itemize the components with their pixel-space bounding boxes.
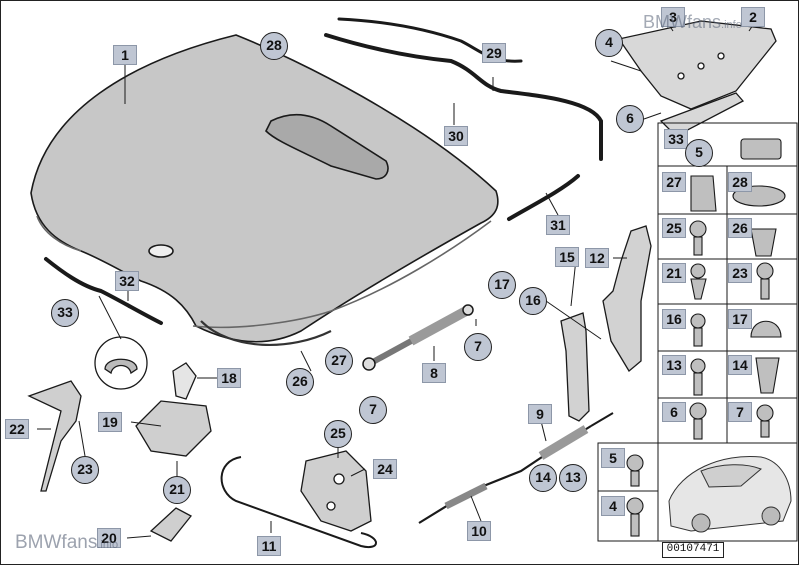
callout-31: 31 xyxy=(546,215,570,235)
hood-lock-drawing xyxy=(300,450,372,532)
callout-circle-23: 23 xyxy=(71,456,99,484)
parts-grid xyxy=(597,122,798,542)
grid-label-25: 25 xyxy=(662,218,686,238)
cable-11-drawing xyxy=(220,456,377,549)
grid-label-4: 4 xyxy=(601,496,625,516)
callout-9: 9 xyxy=(528,404,552,424)
callout-30: 30 xyxy=(444,126,468,146)
hood-drawing xyxy=(30,34,499,347)
cable-drawing xyxy=(418,412,614,524)
leader-lines xyxy=(37,24,754,539)
callout-11: 11 xyxy=(257,536,281,556)
callout-circle-7b: 7 xyxy=(359,396,387,424)
callout-1: 1 xyxy=(113,45,137,65)
callout-circle-5: 5 xyxy=(685,139,713,167)
callout-19: 19 xyxy=(98,412,122,432)
callout-3: 3 xyxy=(661,7,685,27)
grid-label-26: 26 xyxy=(728,218,752,238)
callout-8: 8 xyxy=(422,363,446,383)
callout-circle-14: 14 xyxy=(529,464,557,492)
callout-12: 12 xyxy=(585,248,609,268)
callout-29: 29 xyxy=(482,43,506,63)
callout-10: 10 xyxy=(467,521,491,541)
callout-circle-28: 28 xyxy=(260,32,288,60)
callout-18: 18 xyxy=(217,368,241,388)
grid-label-6: 6 xyxy=(662,402,686,422)
callout-circle-4: 4 xyxy=(595,29,623,57)
callout-circle-6: 6 xyxy=(616,105,644,133)
grid-label-28: 28 xyxy=(728,172,752,192)
watermark-top: BMWfans.info xyxy=(643,12,742,32)
callout-20: 20 xyxy=(97,528,121,548)
gas-strut-drawing xyxy=(362,304,474,371)
callout-circle-27: 27 xyxy=(325,347,353,375)
callout-22: 22 xyxy=(5,419,29,439)
callout-circle-25: 25 xyxy=(324,420,352,448)
callout-circle-17: 17 xyxy=(488,271,516,299)
grid-label-16: 16 xyxy=(662,309,686,329)
callout-circle-16: 16 xyxy=(519,287,547,315)
grid-label-13: 13 xyxy=(662,355,686,375)
grid-label-33: 33 xyxy=(664,129,688,149)
grid-label-7: 7 xyxy=(728,402,752,422)
callout-circle-33: 33 xyxy=(51,299,79,327)
grid-label-21: 21 xyxy=(662,263,686,283)
callout-circle-7a: 7 xyxy=(464,333,492,361)
callout-32: 32 xyxy=(115,271,139,291)
grid-label-14: 14 xyxy=(728,355,752,375)
hinge-drawing xyxy=(617,20,777,137)
callout-circle-26: 26 xyxy=(286,368,314,396)
fastener-drawings xyxy=(626,138,786,537)
callout-15: 15 xyxy=(555,247,579,267)
document-number: 00107471 xyxy=(662,542,724,558)
callout-2: 2 xyxy=(741,7,765,27)
callout-circle-13: 13 xyxy=(559,464,587,492)
grid-label-5: 5 xyxy=(601,448,625,468)
car-silhouette xyxy=(668,455,792,533)
grid-label-27: 27 xyxy=(662,172,686,192)
grid-label-17: 17 xyxy=(728,309,752,329)
callout-24: 24 xyxy=(373,459,397,479)
lever-drawing xyxy=(560,225,652,422)
callout-circle-21: 21 xyxy=(163,476,191,504)
watermark-bottom: BMWfans.info xyxy=(15,532,119,553)
small-parts-drawing xyxy=(27,336,212,542)
grid-label-23: 23 xyxy=(728,263,752,283)
